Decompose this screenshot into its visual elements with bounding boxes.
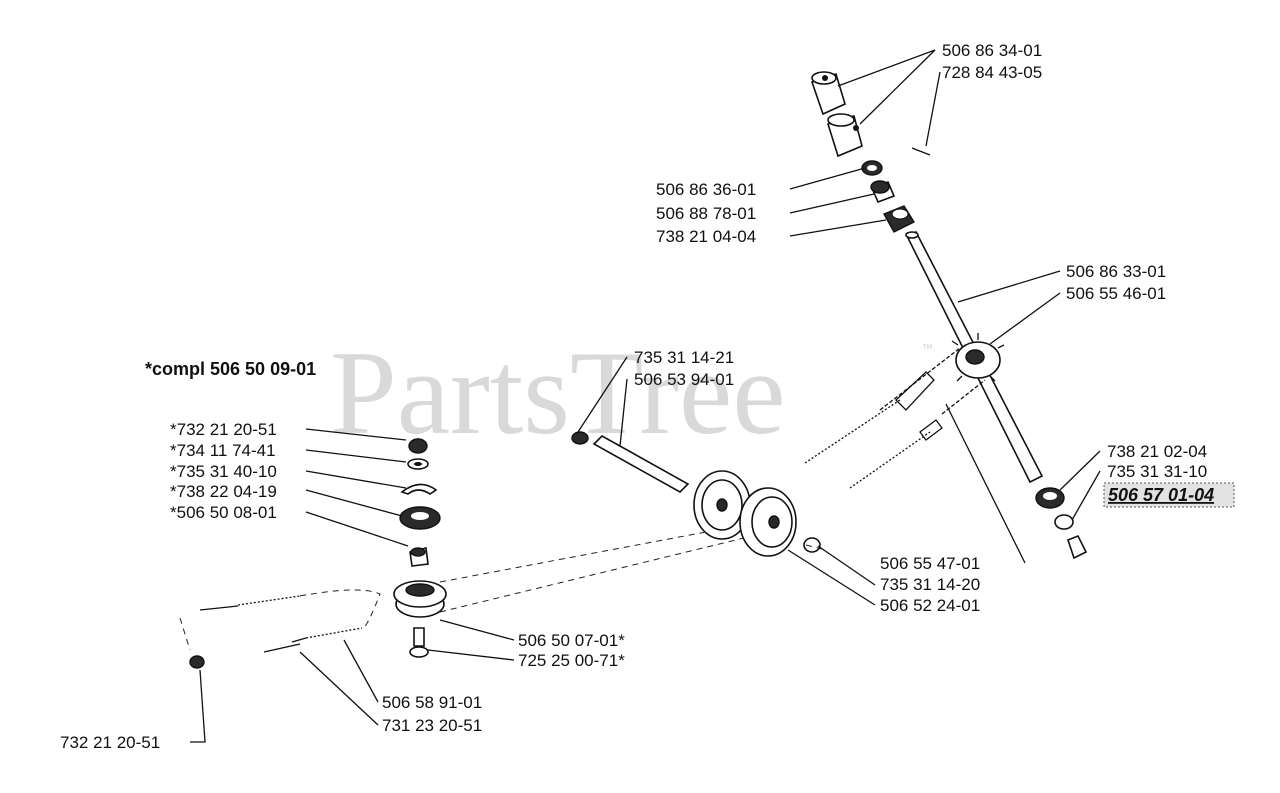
clip-right[interactable] — [803, 537, 821, 553]
wheel-front[interactable] — [739, 487, 797, 557]
route-right — [805, 544, 827, 551]
set-screw[interactable] — [911, 147, 931, 156]
washer-top[interactable] — [861, 160, 883, 176]
wheel-rear[interactable] — [693, 470, 751, 540]
cable-left[interactable] — [189, 595, 363, 669]
label-728-84-43-05: 728 84 43-05 — [942, 63, 1042, 82]
label-738-22-04-19: *738 22 04-19 — [170, 482, 277, 501]
label-738-21-04-04: 738 21 04-04 — [656, 227, 756, 246]
label-735-31-31-10: 735 31 31-10 — [1107, 462, 1207, 481]
bolt-right[interactable] — [1067, 534, 1088, 560]
label-506-55-47-01: 506 55 47-01 — [880, 554, 980, 573]
washer-right[interactable] — [1054, 514, 1074, 530]
label-725-25-00-71: 725 25 00-71* — [518, 651, 625, 670]
bushing-left[interactable] — [409, 547, 429, 567]
washer-left[interactable] — [407, 458, 429, 470]
label-506-53-94-01: 506 53 94-01 — [634, 370, 734, 389]
pin[interactable] — [592, 435, 690, 493]
label-735-31-14-21: 735 31 14-21 — [634, 348, 734, 367]
label-738-21-02-04: 738 21 02-04 — [1107, 442, 1207, 461]
label-506-50-07-01: 506 50 07-01* — [518, 631, 625, 650]
clip-left[interactable] — [571, 431, 589, 445]
sprocket[interactable] — [951, 333, 1005, 382]
watermark-trademark: ™ — [922, 343, 933, 355]
label-506-57-01-04: 506 57 01-04 — [1108, 485, 1214, 505]
label-506-86-36-01: 506 86 36-01 — [656, 180, 756, 199]
label-506-52-24-01: 506 52 24-01 — [880, 596, 980, 615]
chain[interactable] — [879, 347, 986, 415]
label-732-21-20-51: 732 21 20-51 — [60, 733, 160, 752]
label-731-23-20-51: 731 23 20-51 — [382, 716, 482, 735]
cable-upper[interactable] — [804, 371, 935, 464]
label-506-58-91-01: 506 58 91-01 — [382, 693, 482, 712]
label-506-55-46-01: 506 55 46-01 — [1066, 284, 1166, 303]
bearing-left[interactable] — [399, 506, 441, 530]
label-506-86-34-01: 506 86 34-01 — [942, 41, 1042, 60]
collar-top-lower[interactable] — [826, 113, 863, 158]
collar-top-upper[interactable] — [810, 71, 846, 116]
cable-route-left — [299, 589, 381, 629]
assembly-label: *compl 506 50 09-01 — [145, 359, 316, 379]
label-506-86-33-01: 506 86 33-01 — [1066, 262, 1166, 281]
spring-clip[interactable] — [400, 483, 438, 495]
label-735-31-14-20: 735 31 14-20 — [880, 575, 980, 594]
nut-left[interactable] — [408, 438, 428, 454]
bushing-top[interactable] — [870, 180, 896, 204]
highlighted-part-box[interactable]: 506 57 01-04 — [1103, 482, 1235, 508]
bolt-left[interactable] — [409, 627, 429, 658]
leader-lines — [190, 49, 1101, 743]
pulley[interactable] — [393, 580, 447, 618]
label-506-50-08-01: *506 50 08-01 — [170, 503, 277, 522]
label-735-31-40-10: *735 31 40-10 — [170, 462, 277, 481]
bearing-top[interactable] — [883, 205, 916, 233]
belt-line-lower — [439, 537, 745, 613]
label-732-21-20-51-star: *732 21 20-51 — [170, 420, 277, 439]
cable-route-left-end — [179, 617, 191, 651]
belt-line-upper — [439, 531, 707, 583]
label-506-88-78-01: 506 88 78-01 — [656, 204, 756, 223]
watermark: PartsTree — [330, 326, 786, 459]
bearing-right[interactable] — [1035, 487, 1065, 509]
label-734-11-74-41: *734 11 74-41 — [170, 441, 276, 460]
cable-lower[interactable] — [849, 419, 943, 489]
